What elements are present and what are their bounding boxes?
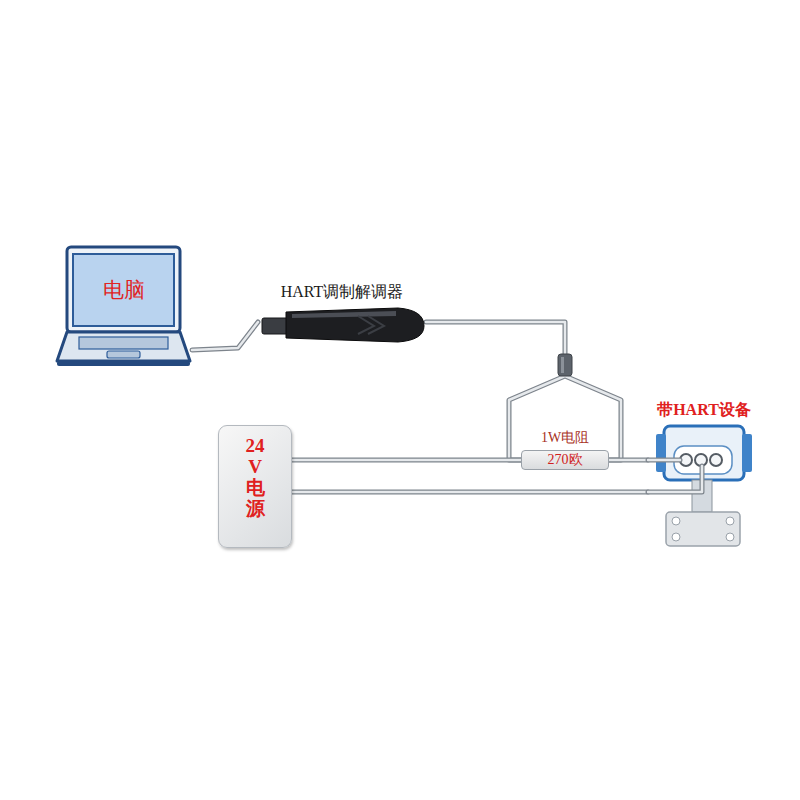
- cable-splitter: [558, 354, 572, 376]
- device-cap-left: [656, 434, 666, 472]
- wire-outline: [609, 458, 648, 463]
- resistor-node: 1W电阻270欧: [521, 428, 609, 470]
- usb-plug: [262, 318, 288, 334]
- flange-hole: [672, 533, 680, 541]
- modem-logo: [358, 316, 384, 334]
- wire-core: [292, 459, 521, 462]
- laptop-base: [57, 332, 190, 361]
- modem-node: HART调制解调器: [258, 282, 426, 344]
- laptop-drawing: [55, 245, 192, 370]
- wire-connector: [426, 322, 621, 460]
- wire-stub: [648, 466, 702, 492]
- device-drawing: [648, 400, 760, 548]
- wire-stub-core: [648, 466, 702, 492]
- modem-label: HART调制解调器: [258, 282, 426, 302]
- power-label: 24V电源: [246, 436, 265, 520]
- wire-outline: [292, 490, 648, 495]
- wire-stub: [648, 458, 680, 463]
- wire-outline: [426, 322, 621, 460]
- flange-hole: [726, 517, 734, 525]
- computer-node: 电脑: [55, 245, 192, 370]
- splitter-highlight: [561, 357, 564, 373]
- wire-connector: [292, 460, 521, 461]
- wire-outline: [192, 322, 258, 350]
- laptop-label: 电脑: [73, 255, 174, 325]
- wire-connector: [609, 460, 648, 461]
- laptop-screen: [73, 254, 174, 326]
- modem-body: [286, 308, 424, 342]
- wire-core: [292, 491, 648, 494]
- flange-plate: [666, 512, 740, 546]
- modem-highlight: [292, 311, 396, 318]
- power-supply-box: 24V电源: [218, 425, 292, 548]
- resistor-value: 270欧: [521, 450, 609, 470]
- flange-hole: [672, 517, 680, 525]
- device-cap-right: [742, 434, 752, 472]
- flange-hole: [726, 533, 734, 541]
- resistor-label: 1W电阻: [521, 428, 609, 448]
- wire-core: [609, 459, 648, 462]
- wire-outline: [292, 458, 521, 463]
- wire-core: [192, 322, 258, 350]
- terminal-screw: [710, 454, 722, 466]
- wire-stub-core: [648, 459, 680, 462]
- wire-connector: [192, 322, 258, 350]
- modem-stick: [262, 308, 424, 342]
- wire-core: [426, 322, 621, 460]
- laptop-foot: [57, 361, 190, 366]
- wire-connector: [292, 492, 648, 493]
- laptop-lid: [67, 247, 180, 332]
- laptop-touchpad: [107, 351, 140, 358]
- laptop-keyboard: [79, 337, 168, 349]
- device-label: 带HART设备: [648, 400, 760, 420]
- hart-device-node: 带HART设备: [648, 400, 760, 548]
